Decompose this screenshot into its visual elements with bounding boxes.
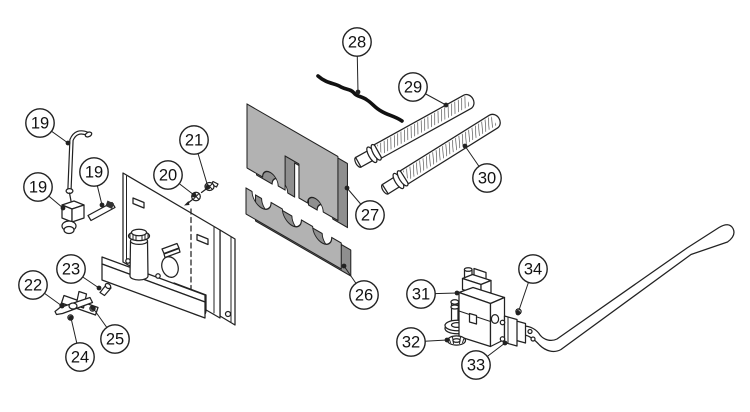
callout-layer: 19 19 19 20 21 22 23 24 25 26 27 28 29 30 31 32 33 34	[18, 27, 548, 380]
leader-dot	[65, 140, 71, 146]
callout-28[interactable]: 28	[342, 27, 372, 95]
callout-number: 30	[478, 170, 496, 188]
callout-25[interactable]: 25	[90, 305, 130, 354]
callout-balloon[interactable]	[396, 327, 426, 357]
callout-number: 31	[412, 286, 430, 304]
callout-balloon[interactable]	[25, 108, 55, 138]
burner-tube-30	[380, 113, 501, 195]
mounting-bracket-33	[499, 315, 536, 347]
callout-balloon[interactable]	[355, 200, 385, 230]
leader-dot	[59, 303, 65, 309]
callout-19[interactable]: 19	[23, 172, 66, 211]
callout-balloon[interactable]	[56, 254, 86, 284]
callout-number: 25	[106, 331, 124, 349]
leader-dot	[444, 337, 450, 343]
callout-27[interactable]: 27	[344, 185, 385, 230]
gas-pipe	[522, 224, 735, 353]
manifold-bar-front	[101, 263, 206, 319]
callout-19[interactable]: 19	[25, 108, 71, 146]
leader-dot	[454, 290, 460, 296]
callout-number: 29	[404, 79, 422, 97]
leader-dot	[344, 185, 350, 191]
callout-number: 22	[24, 277, 42, 295]
leader-dot	[99, 202, 105, 208]
pilot-igniter-19	[61, 200, 85, 235]
callout-number: 24	[71, 349, 89, 367]
callout-balloon[interactable]	[461, 350, 491, 380]
callout-19[interactable]: 19	[79, 157, 109, 208]
leader-dot	[515, 310, 521, 316]
callout-24[interactable]: 24	[65, 315, 95, 372]
leader-dot	[462, 143, 468, 149]
leader-dot	[502, 340, 508, 346]
callout-number: 34	[524, 261, 542, 279]
callout-21[interactable]: 21	[179, 125, 211, 190]
callout-balloon[interactable]	[398, 72, 428, 102]
callout-balloon[interactable]	[518, 254, 548, 284]
callout-29[interactable]: 29	[398, 72, 449, 108]
callout-number: 32	[402, 334, 420, 352]
callout-20[interactable]: 20	[153, 160, 197, 198]
insulation-panel-27	[246, 103, 348, 229]
callout-32[interactable]: 32	[396, 327, 450, 357]
leader-dot	[90, 305, 96, 311]
callout-23[interactable]: 23	[56, 254, 102, 291]
flange-hole	[224, 310, 232, 318]
pilot-burner-assembly	[54, 282, 112, 321]
burner-support-panel	[101, 172, 236, 326]
leader-dot	[191, 192, 197, 198]
callout-22[interactable]: 22	[18, 270, 65, 309]
panel-slot	[132, 197, 145, 209]
leader-dot	[341, 263, 347, 269]
callout-balloon[interactable]	[342, 27, 372, 57]
ignition-cable	[316, 74, 404, 123]
leader-dot	[96, 285, 102, 291]
callout-26[interactable]: 26	[341, 263, 379, 310]
callout-balloon[interactable]	[179, 125, 209, 155]
callout-balloon[interactable]	[79, 157, 109, 187]
callout-33[interactable]: 33	[461, 340, 508, 380]
washer-32	[446, 335, 467, 346]
leader-dot	[60, 205, 66, 211]
callout-number: 19	[31, 115, 49, 133]
panel-flange	[219, 229, 236, 326]
insulation-strip-26	[245, 187, 352, 277]
callout-balloon[interactable]	[153, 160, 183, 190]
leader-dot	[443, 102, 449, 108]
callout-number: 20	[159, 167, 177, 185]
panel-slot	[196, 233, 209, 246]
callout-number: 33	[467, 357, 485, 375]
callout-number: 21	[185, 132, 203, 150]
pilot-rod-19	[87, 200, 116, 222]
callout-number: 19	[85, 164, 103, 182]
venturi-tube	[129, 240, 149, 281]
burner-tube-29	[354, 93, 475, 168]
callout-number: 27	[361, 207, 379, 225]
leader-dot	[205, 184, 211, 190]
callout-balloon[interactable]	[472, 163, 502, 193]
callout-balloon[interactable]	[349, 280, 379, 310]
callout-number: 28	[348, 34, 366, 52]
pilot-tube-19	[65, 130, 93, 202]
callout-number: 19	[29, 179, 47, 197]
callout-number: 26	[355, 287, 373, 305]
callout-30[interactable]: 30	[462, 143, 502, 193]
gas-valve-31	[444, 267, 506, 348]
callout-balloon[interactable]	[65, 342, 95, 372]
leader-dot	[68, 315, 74, 321]
callout-balloon[interactable]	[406, 279, 436, 309]
callout-balloon[interactable]	[23, 172, 53, 202]
leader-dot	[355, 89, 361, 95]
callout-number: 23	[62, 261, 80, 279]
callout-balloon[interactable]	[100, 324, 130, 354]
callout-31[interactable]: 31	[406, 279, 460, 309]
callout-34[interactable]: 34	[515, 254, 548, 316]
callout-balloon[interactable]	[18, 270, 48, 300]
